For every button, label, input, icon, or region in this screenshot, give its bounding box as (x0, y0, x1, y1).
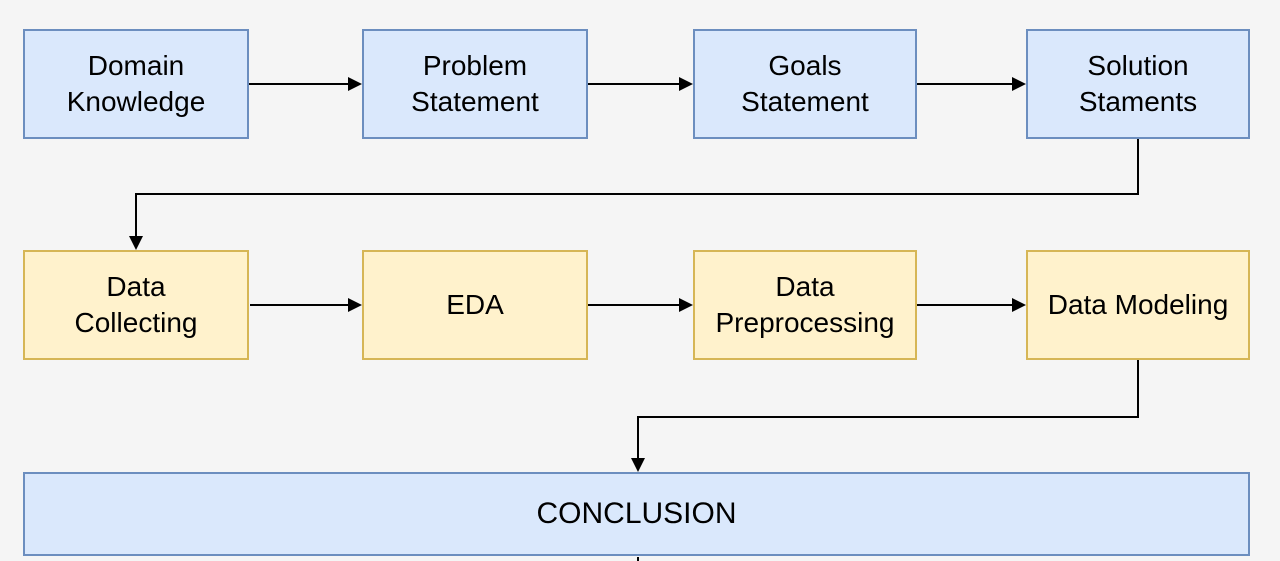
node-problem-statement-label: Problem Statement (411, 50, 539, 117)
connector-modeling-to-conclusion-drop (1137, 360, 1139, 418)
connector-modeling-to-conclusion-horizontal (637, 416, 1139, 418)
node-conclusion: CONCLUSION (23, 472, 1250, 556)
connector-goals-to-solution-line (917, 83, 1013, 85)
connector-collecting-to-eda-line (250, 304, 349, 306)
connector-preprocessing-to-modeling-arrowhead-icon (1012, 298, 1026, 312)
node-domain-knowledge-label: Domain Knowledge (66, 50, 206, 117)
node-data-preprocessing-label: Data Preprocessing (715, 271, 895, 338)
connector-goals-to-solution-arrowhead-icon (1012, 77, 1026, 91)
node-data-modeling: Data Modeling (1026, 250, 1250, 360)
node-data-collecting-label: Data Collecting (74, 271, 198, 338)
node-eda: EDA (362, 250, 588, 360)
connector-domain-to-problem-arrowhead-icon (348, 77, 362, 91)
node-conclusion-label: CONCLUSION (536, 496, 737, 530)
node-eda-label: EDA (446, 289, 504, 321)
connector-conclusion-bottom-stub (637, 557, 639, 561)
connector-solution-to-collecting-arrowhead-icon (129, 236, 143, 250)
node-domain-knowledge: Domain Knowledge (23, 29, 249, 139)
node-solution-staments-label: Solution Staments (1078, 50, 1198, 117)
connector-solution-to-collecting-descent (135, 193, 137, 238)
connector-solution-to-collecting-horizontal (135, 193, 1139, 195)
connector-solution-to-collecting-drop (1137, 139, 1139, 195)
connector-domain-to-problem-line (249, 83, 349, 85)
connector-modeling-to-conclusion-descent (637, 416, 639, 460)
node-data-preprocessing: Data Preprocessing (693, 250, 917, 360)
node-problem-statement: Problem Statement (362, 29, 588, 139)
connector-collecting-to-eda-arrowhead-icon (348, 298, 362, 312)
connector-problem-to-goals-arrowhead-icon (679, 77, 693, 91)
node-goals-statement-label: Goals Statement (741, 50, 869, 117)
node-solution-staments: Solution Staments (1026, 29, 1250, 139)
connector-eda-to-preprocessing-arrowhead-icon (679, 298, 693, 312)
node-data-modeling-label: Data Modeling (1047, 289, 1229, 321)
connector-preprocessing-to-modeling-line (917, 304, 1013, 306)
connector-modeling-to-conclusion-arrowhead-icon (631, 458, 645, 472)
node-goals-statement: Goals Statement (693, 29, 917, 139)
node-data-collecting: Data Collecting (23, 250, 249, 360)
connector-eda-to-preprocessing-line (588, 304, 680, 306)
connector-problem-to-goals-line (588, 83, 680, 85)
